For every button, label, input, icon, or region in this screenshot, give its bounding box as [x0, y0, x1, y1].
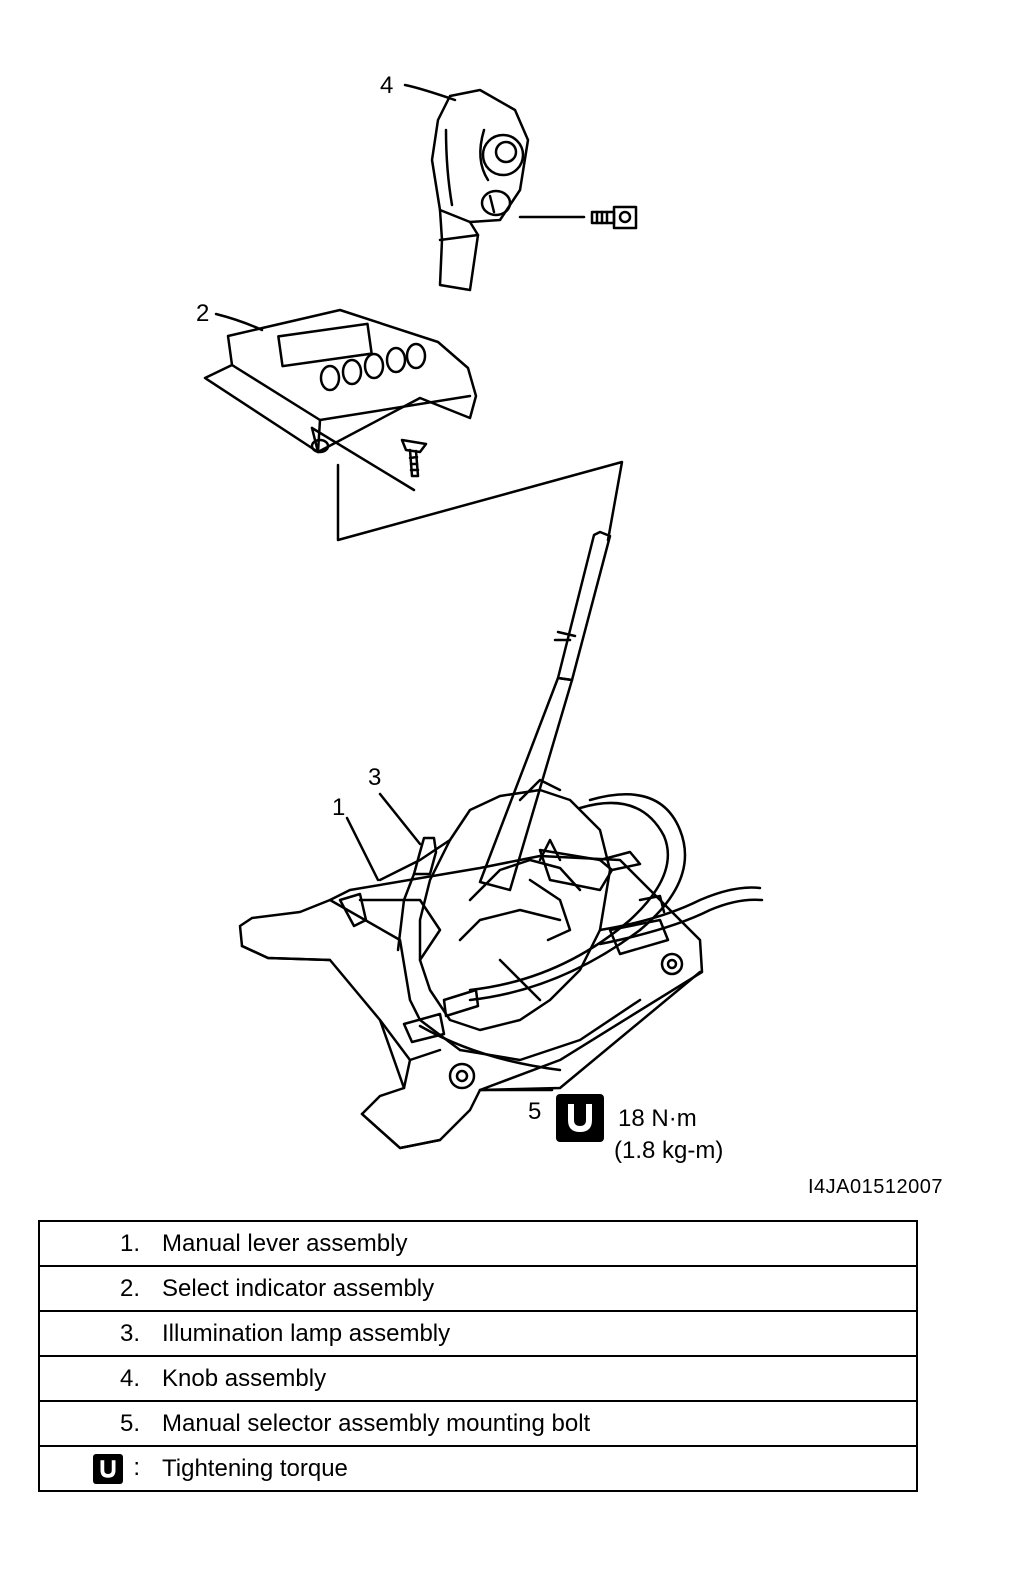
exploded-diagram [203, 83, 764, 1150]
legend-colon: : [133, 1453, 140, 1481]
legend-number: 4. [39, 1355, 162, 1402]
callout-2: 2 [196, 300, 210, 327]
knob-screw [590, 205, 638, 230]
legend-symbol-cell: : [39, 1445, 162, 1492]
indicator-screw [400, 438, 428, 478]
torque-value-nm: 18 N·m [618, 1105, 697, 1132]
torque-symbol-diagram [556, 1094, 604, 1142]
legend-label: Manual selector assembly mounting bolt [162, 1400, 917, 1447]
legend-row: 5. Manual selector assembly mounting bol… [39, 1400, 917, 1447]
legend-label: Manual lever assembly [162, 1220, 917, 1267]
legend-label: Illumination lamp assembly [162, 1310, 917, 1357]
callout-1: 1 [332, 794, 346, 821]
legend-row: 2. Select indicator assembly [39, 1265, 917, 1312]
legend-row: 1. Manual lever assembly [39, 1220, 917, 1267]
legend-label-torque: Tightening torque [162, 1445, 917, 1492]
wrench-torque-icon [568, 1104, 592, 1132]
knob-assembly [430, 88, 530, 292]
legend-row: 4. Knob assembly [39, 1355, 917, 1402]
manual-selector-assembly [238, 778, 764, 1150]
legend-number: 2. [39, 1265, 162, 1312]
callout-4: 4 [380, 72, 394, 99]
callout-5: 5 [528, 1098, 542, 1125]
shift-lever [478, 530, 612, 892]
legend-label: Knob assembly [162, 1355, 917, 1402]
select-indicator-assembly [203, 308, 478, 454]
legend-number: 1. [39, 1220, 162, 1267]
torque-value-kgm: (1.8 kg-m) [614, 1137, 724, 1164]
legend-table: 1. Manual lever assembly 2. Select indic… [38, 1220, 918, 1492]
legend-row: 3. Illumination lamp assembly [39, 1310, 917, 1357]
legend-number: 5. [39, 1400, 162, 1447]
callout-3: 3 [368, 764, 382, 791]
legend-label: Select indicator assembly [162, 1265, 917, 1312]
legend-symbol-row: : Tightening torque [39, 1445, 917, 1492]
legend-number: 3. [39, 1310, 162, 1357]
torque-legend-icon [93, 1453, 124, 1484]
figure-code: I4JA01512007 [808, 1176, 944, 1198]
